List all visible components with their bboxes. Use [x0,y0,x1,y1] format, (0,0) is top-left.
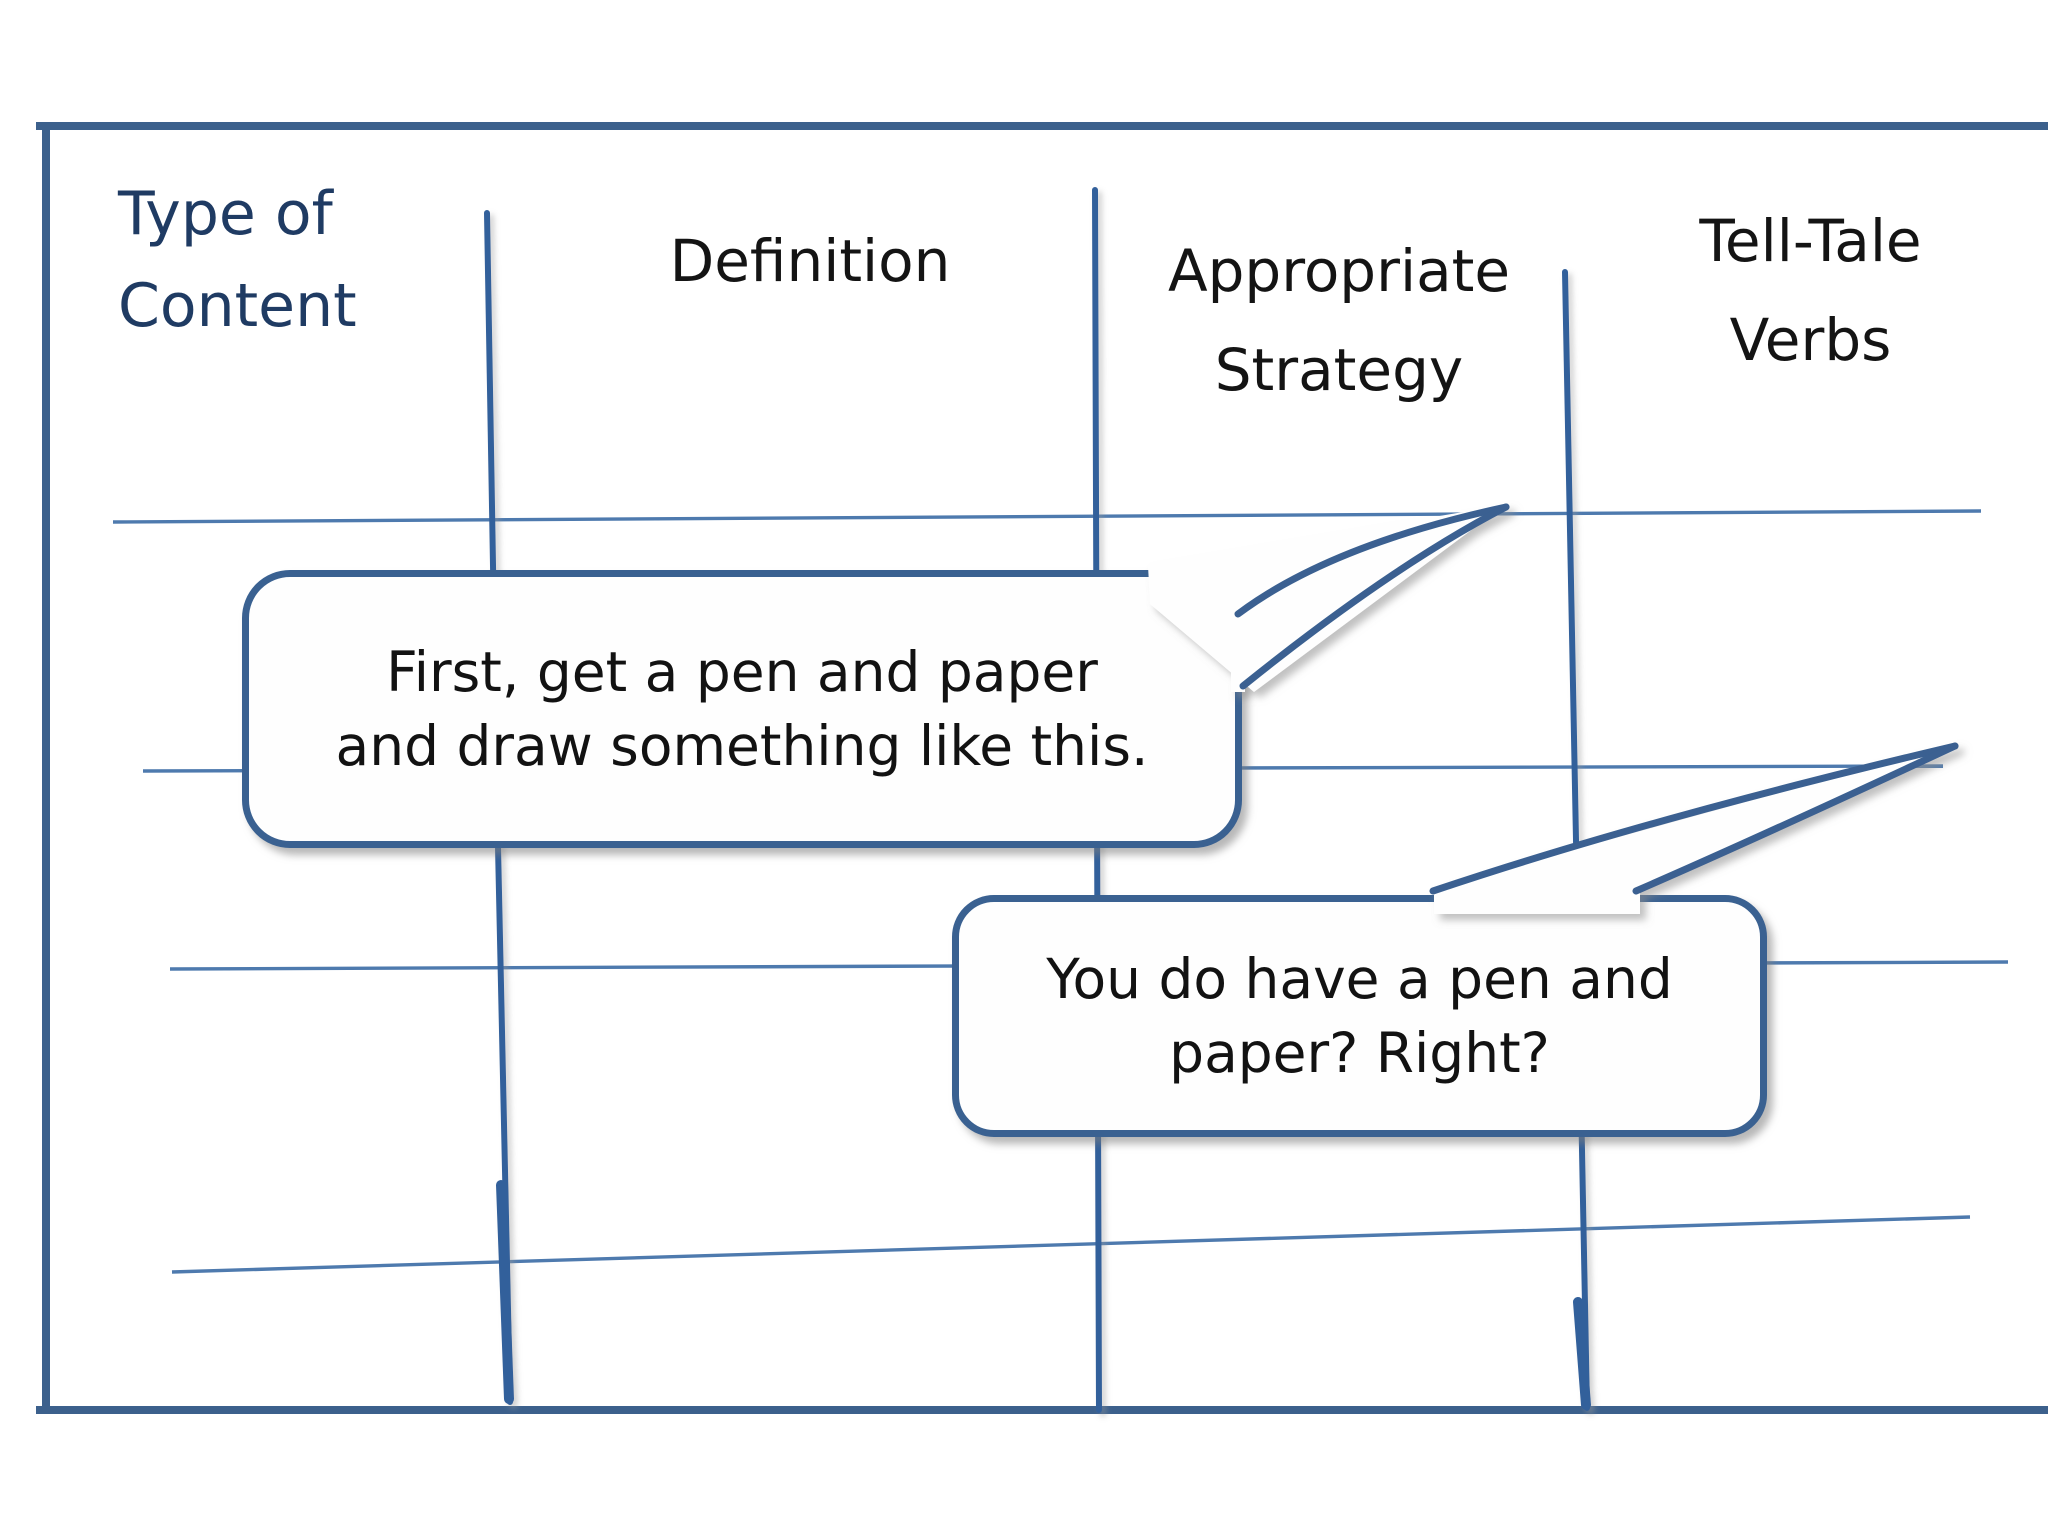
speech-bubble-second-tail [1429,742,1959,914]
column-divider-1-retrace [496,1180,514,1404]
header-line: Definition [669,227,951,295]
header-line: Type of [118,179,333,249]
column-header-appropriate-strategy: Appropriate Strategy [1100,222,1578,420]
row-line-1 [112,509,1982,524]
header-line: Content [118,271,357,341]
speech-bubble-text-line: You do have a pen and [1046,947,1673,1011]
speech-bubble-text-line: paper? Right? [1169,1021,1550,1085]
header-line: Appropriate [1167,237,1511,305]
column-divider-3-retrace [1573,1297,1591,1410]
tail-fill [1434,744,1956,914]
header-line: Strategy [1214,336,1464,404]
column-header-definition: Definition [540,212,1080,311]
tail-stroke-upper [1429,742,1959,895]
header-line: Tell-Tale [1699,207,1922,275]
column-header-tell-tale-verbs: Tell-Tale Verbs [1588,192,2033,390]
tail-stroke-upper [1234,503,1510,618]
speech-bubble-text-line: and draw something like this. [335,714,1149,778]
speech-bubble-second: You do have a pen and paper? Right? [952,895,1767,1137]
header-line: Verbs [1729,306,1892,374]
speech-bubble-first: First, get a pen and paper and draw some… [242,570,1242,848]
tail-stroke-lower [1632,742,1959,895]
column-divider-3 [1562,269,1590,1411]
row-line-4 [171,1215,1971,1274]
column-header-type-of-content: Type of Content [118,168,357,352]
speech-bubble-text-line: First, get a pen and paper [386,640,1098,704]
tail-stroke-lower [1239,503,1510,690]
